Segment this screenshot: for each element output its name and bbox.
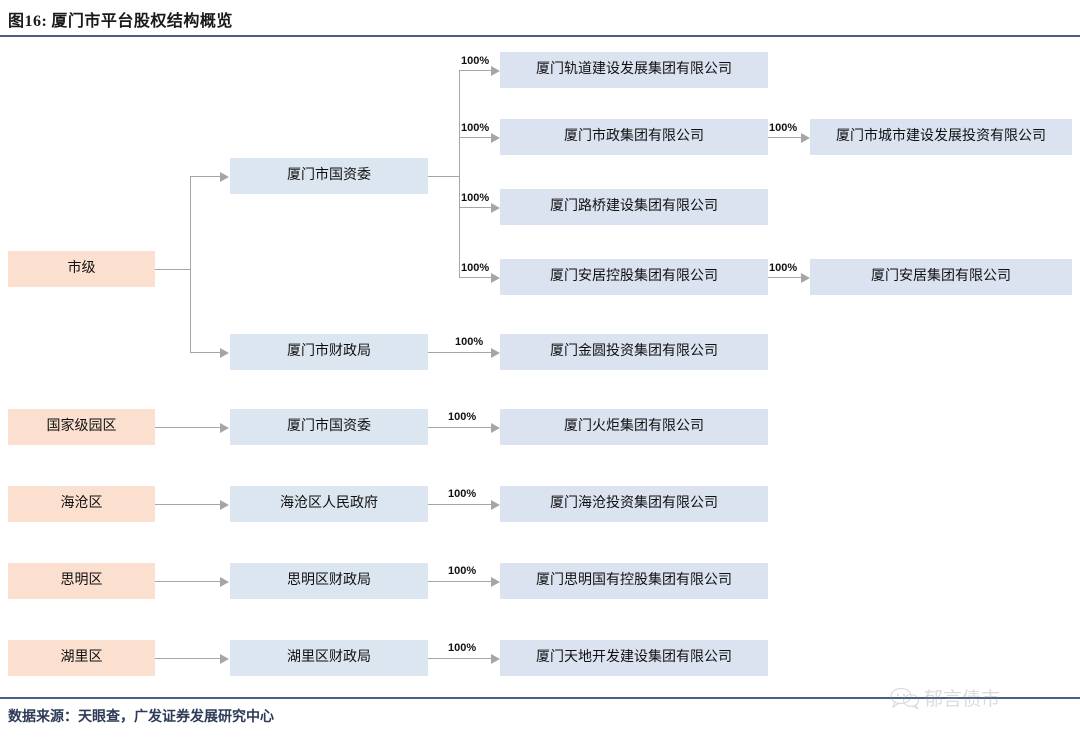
corp-label: 厦门安居控股集团有限公司	[550, 269, 718, 285]
source-note: 数据来源：天眼查，广发证券发展研究中心	[8, 710, 274, 725]
corp-label: 厦门市政集团有限公司	[564, 129, 704, 145]
corp-box-road-bridge: 厦门路桥建设集团有限公司	[500, 189, 768, 225]
corp-box-rail-transit: 厦门轨道建设发展集团有限公司	[500, 52, 768, 88]
connector-municipal-to-cityconstruction	[768, 137, 802, 138]
arrow-sasac-to-municipal	[491, 133, 500, 143]
connector-simingfinance-to-holding	[428, 581, 491, 582]
page-title: 图16:厦门市平台股权结构概览	[8, 7, 233, 31]
arrow-park-to-sasac	[220, 423, 229, 433]
org-box-haicang-government: 海沧区人民政府	[230, 486, 428, 522]
connector-sasacpark-to-torch	[428, 427, 491, 428]
connector-huli-to-finance	[155, 658, 220, 659]
connector-sasac-trunk	[459, 70, 460, 277]
org-box-siming-finance-bureau: 思明区财政局	[230, 563, 428, 599]
org-box-sasac-city: 厦门市国资委	[230, 158, 428, 194]
arrow-haicang-to-government	[220, 500, 229, 510]
level-label: 海沧区	[60, 496, 103, 512]
connector-anjuholding-to-anjugroup	[768, 277, 802, 278]
corp-label: 厦门思明国有控股集团有限公司	[536, 573, 732, 589]
stake-label-municipal: 100%	[461, 122, 490, 134]
level-box-shiji: 市级	[8, 251, 155, 287]
arrow-sasac-to-anju	[491, 273, 500, 283]
connector-government-to-haicanginvestment	[428, 504, 491, 505]
arrow-huli-to-finance	[220, 654, 229, 664]
arrow-government-to-haicanginvestment	[491, 500, 500, 510]
connector-shiji-stem	[155, 269, 191, 270]
arrow-sasac-to-rail	[491, 66, 500, 76]
subsidiary-box-anju-group: 厦门安居集团有限公司	[810, 259, 1072, 295]
arrow-siming-to-finance	[220, 577, 229, 587]
stake-label-jinyuan: 100%	[455, 336, 484, 348]
stake-label-cityconstruction: 100%	[769, 122, 798, 134]
connector-park-to-sasac	[155, 427, 220, 428]
connector-shiji-to-finance	[190, 352, 220, 353]
stake-label-anju: 100%	[461, 262, 490, 274]
figure-number: 图16:	[8, 13, 48, 30]
connector-sasac-stem	[428, 176, 459, 177]
figure-title-text: 厦门市平台股权结构概览	[51, 13, 233, 30]
corp-label: 厦门路桥建设集团有限公司	[550, 199, 718, 215]
arrow-sasac-to-roadbridge	[491, 203, 500, 213]
connector-sasac-to-roadbridge	[459, 207, 491, 208]
subsidiary-label: 厦门市城市建设发展投资有限公司	[836, 129, 1046, 145]
connector-shiji-trunk	[190, 176, 191, 353]
level-label: 思明区	[60, 573, 103, 589]
stake-label-roadbridge: 100%	[461, 192, 490, 204]
stake-label-haicanginvestment: 100%	[448, 488, 477, 500]
corp-box-siming-state-holding: 厦门思明国有控股集团有限公司	[500, 563, 768, 599]
arrow-finance-to-jinyuan	[491, 348, 500, 358]
subsidiary-box-city-construction-investment: 厦门市城市建设发展投资有限公司	[810, 119, 1072, 155]
arrow-municipal-to-cityconstruction	[801, 133, 810, 143]
stake-label-anjugroup: 100%	[769, 262, 798, 274]
level-label: 国家级园区	[46, 419, 117, 435]
level-label: 湖里区	[60, 650, 103, 666]
org-box-huli-finance-bureau: 湖里区财政局	[230, 640, 428, 676]
connector-shiji-to-sasac	[190, 176, 220, 177]
corp-box-anju-holding: 厦门安居控股集团有限公司	[500, 259, 768, 295]
corp-box-haicang-investment: 厦门海沧投资集团有限公司	[500, 486, 768, 522]
arrow-hulifinance-to-tiandi	[491, 654, 500, 664]
corp-label: 厦门天地开发建设集团有限公司	[536, 650, 732, 666]
corp-label: 厦门轨道建设发展集团有限公司	[536, 62, 732, 78]
org-label: 厦门市国资委	[287, 419, 371, 435]
level-box-simingqu: 思明区	[8, 563, 155, 599]
stake-label-rail: 100%	[461, 55, 490, 67]
corp-box-municipal-group: 厦门市政集团有限公司	[500, 119, 768, 155]
level-box-haicangqu: 海沧区	[8, 486, 155, 522]
corp-label: 厦门金圆投资集团有限公司	[550, 344, 718, 360]
level-box-guojiajiyuanqu: 国家级园区	[8, 409, 155, 445]
corp-label: 厦门海沧投资集团有限公司	[550, 496, 718, 512]
connector-hulifinance-to-tiandi	[428, 658, 491, 659]
arrow-sasacpark-to-torch	[491, 423, 500, 433]
connector-siming-to-finance	[155, 581, 220, 582]
connector-haicang-to-government	[155, 504, 220, 505]
org-label: 厦门市国资委	[287, 168, 371, 184]
subsidiary-label: 厦门安居集团有限公司	[871, 269, 1011, 285]
org-label: 海沧区人民政府	[280, 496, 378, 512]
corp-box-torch-group: 厦门火炬集团有限公司	[500, 409, 768, 445]
corp-box-tiandi-development: 厦门天地开发建设集团有限公司	[500, 640, 768, 676]
org-box-sasac-park: 厦门市国资委	[230, 409, 428, 445]
connector-finance-to-jinyuan	[428, 352, 491, 353]
arrow-shiji-to-sasac	[220, 172, 229, 182]
org-label: 思明区财政局	[287, 573, 371, 589]
arrow-simingfinance-to-holding	[491, 577, 500, 587]
stake-label-simingholding: 100%	[448, 565, 477, 577]
connector-sasac-to-anju	[459, 277, 491, 278]
connector-sasac-to-municipal	[459, 137, 491, 138]
org-label: 湖里区财政局	[287, 650, 371, 666]
footer-divider	[0, 697, 1080, 699]
corp-label: 厦门火炬集团有限公司	[564, 419, 704, 435]
arrow-anjuholding-to-anjugroup	[801, 273, 810, 283]
corp-box-jinyuan-investment: 厦门金圆投资集团有限公司	[500, 334, 768, 370]
connector-sasac-to-rail	[459, 70, 491, 71]
stake-label-tiandi: 100%	[448, 642, 477, 654]
stake-label-torch: 100%	[448, 411, 477, 423]
arrow-shiji-to-finance	[220, 348, 229, 358]
org-box-finance-bureau-city: 厦门市财政局	[230, 334, 428, 370]
level-label: 市级	[67, 261, 96, 277]
org-label: 厦门市财政局	[287, 344, 371, 360]
level-box-hulqu: 湖里区	[8, 640, 155, 676]
header-divider	[0, 35, 1080, 37]
